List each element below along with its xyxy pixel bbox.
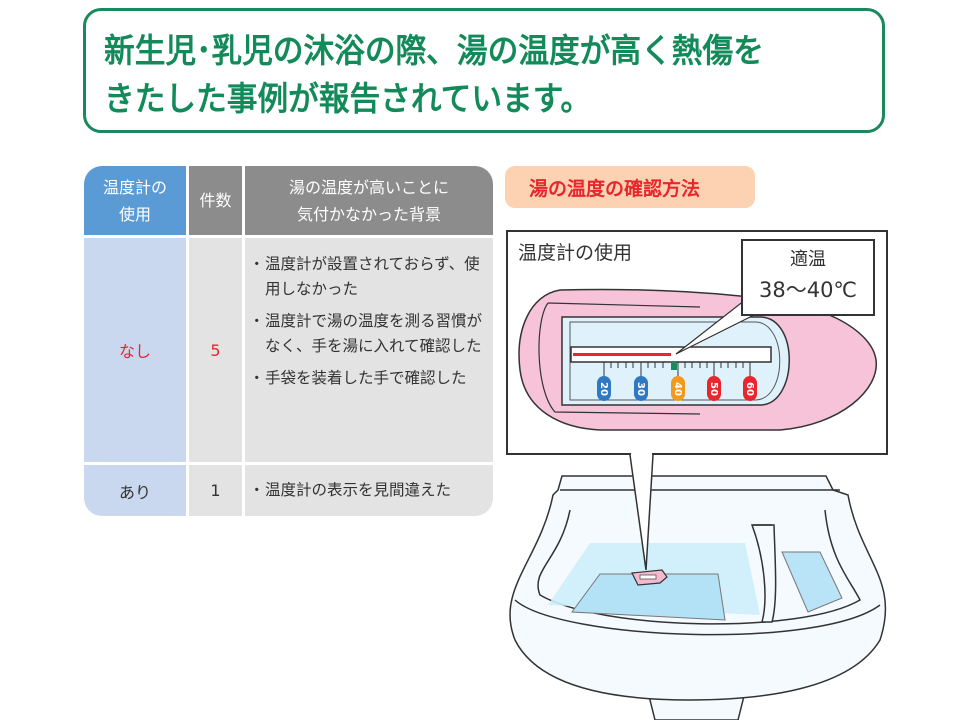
table-row: なし 5 温度計が設置されておらず、使用しなかった 温度計で湯の温度を測る習慣が… xyxy=(84,238,493,462)
count-value: 5 xyxy=(189,238,242,462)
header-count-label: 件数 xyxy=(199,191,232,210)
header-usage-line1: 温度計の xyxy=(102,177,167,197)
reason-item: 温度計で湯の温度を測る習慣がなく、手を湯に入れて確認した xyxy=(249,309,483,359)
scale-label-50: 50 xyxy=(708,382,719,396)
headline-box: 新生児･乳児の沐浴の際、湯の温度が高く熱傷を きたした事例が報告されています。 xyxy=(83,8,885,133)
scale-label-60: 60 xyxy=(744,382,755,396)
optimal-temp-callout: 適温 38〜40℃ xyxy=(741,239,875,316)
reason-item: 温度計の表示を見間違えた xyxy=(249,478,451,503)
pointer-line xyxy=(629,454,654,571)
table-header-row: 温度計の 使用 件数 湯の温度が高いことに 気付かなかった背景 xyxy=(84,166,493,235)
callout-title: 適温 xyxy=(790,249,826,270)
count-value: 1 xyxy=(189,465,242,516)
reason-list: 温度計の表示を見間違えた xyxy=(249,478,451,510)
sink-illustration xyxy=(509,475,887,720)
header-usage: 温度計の 使用 xyxy=(84,166,186,235)
scale-label-30: 30 xyxy=(635,382,646,396)
reason-list: 温度計が設置されておらず、使用しなかった 温度計で湯の温度を測る習慣がなく、手を… xyxy=(249,252,483,398)
method-tag: 湯の温度の確認方法 xyxy=(505,166,755,208)
headline-line-2: きたした事例が報告されています。 xyxy=(104,79,592,118)
scale-label-20: 20 xyxy=(598,382,609,396)
header-usage-line2: 使用 xyxy=(118,204,151,224)
reason-item: 温度計が設置されておらず、使用しなかった xyxy=(249,252,483,302)
optimal-marker xyxy=(671,362,677,370)
panel-title: 温度計の使用 xyxy=(518,242,633,264)
reason-item: 手袋を装着した手で確認した xyxy=(249,366,483,391)
mercury-bar xyxy=(573,353,671,356)
callout-range: 38〜40℃ xyxy=(758,278,858,302)
usage-value: あり xyxy=(84,465,186,516)
header-count: 件数 xyxy=(189,166,242,235)
case-table: 温度計の 使用 件数 湯の温度が高いことに 気付かなかった背景 なし 5 温度計… xyxy=(84,166,493,516)
headline-line-1: 新生児･乳児の沐浴の際、湯の温度が高く熱傷を xyxy=(104,31,764,70)
usage-value: なし xyxy=(84,238,186,462)
header-reason-line2: 気付かなかった背景 xyxy=(296,204,441,224)
reason-cell: 温度計の表示を見間違えた xyxy=(245,465,493,516)
reason-cell: 温度計が設置されておらず、使用しなかった 温度計で湯の温度を測る習慣がなく、手を… xyxy=(245,238,493,462)
header-reason: 湯の温度が高いことに 気付かなかった背景 xyxy=(245,166,493,235)
header-reason-line1: 湯の温度が高いことに xyxy=(288,177,449,197)
scale-label-40: 40 xyxy=(672,382,683,396)
table-row: あり 1 温度計の表示を見間違えた xyxy=(84,465,493,516)
